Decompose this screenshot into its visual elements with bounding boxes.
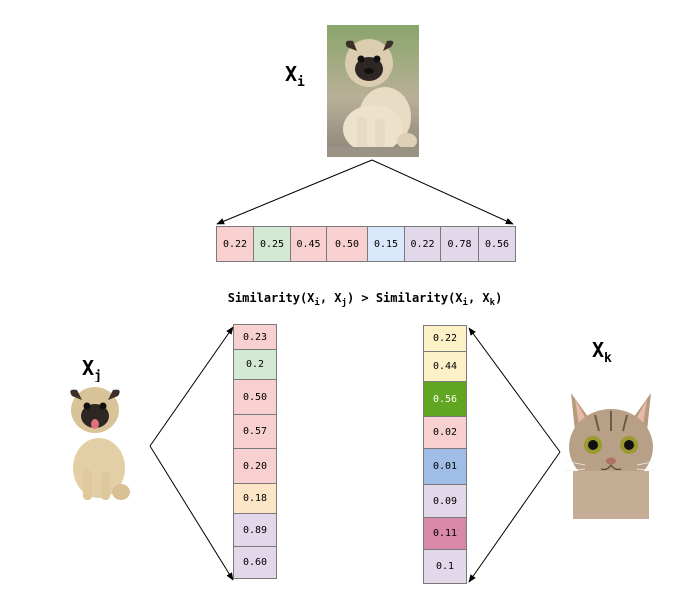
- label-xi-sub: i: [297, 75, 305, 90]
- embedding-cell: 0.89: [233, 514, 277, 547]
- embedding-cell: 0.23: [233, 324, 277, 350]
- label-xj: Xj: [82, 358, 102, 383]
- similarity-statement: Similarity(Xi, Xj) > Similarity(Xi, Xk): [0, 291, 700, 308]
- arrow-xk-bottom: [468, 451, 561, 583]
- label-xk-base: X: [592, 338, 605, 362]
- arrow-xi-left: [216, 159, 373, 225]
- embedding-cell: 0.18: [233, 484, 277, 514]
- embedding-cell: 0.1: [423, 550, 467, 584]
- embedding-cell: 0.15: [368, 226, 405, 262]
- embedding-cell: 0.22: [216, 226, 254, 262]
- anchor-pug-image: [327, 25, 419, 157]
- embedding-cell: 0.22: [423, 325, 467, 352]
- embedding-cell: 0.22: [405, 226, 441, 262]
- label-xk: Xk: [592, 340, 612, 365]
- embedding-cell: 0.50: [327, 226, 368, 262]
- embedding-cell: 0.20: [233, 449, 277, 484]
- embedding-cell: 0.56: [479, 226, 516, 262]
- sim-text-4: , X: [467, 291, 490, 305]
- embedding-cell: 0.45: [291, 226, 327, 262]
- embedding-cell: 0.78: [441, 226, 479, 262]
- label-xj-sub: j: [94, 369, 102, 384]
- label-xj-base: X: [82, 356, 95, 380]
- embedding-cell: 0.09: [423, 485, 467, 518]
- label-xk-sub: k: [604, 351, 612, 366]
- embedding-cell: 0.11: [423, 518, 467, 550]
- embedding-cell: 0.02: [423, 417, 467, 449]
- arrow-xk-top: [468, 327, 561, 453]
- sim-sub-3: i: [462, 298, 468, 308]
- embedding-cell: 0.01: [423, 449, 467, 485]
- embedding-cell: 0.2: [233, 350, 277, 380]
- positive-pug-image: [55, 382, 137, 504]
- embedding-cell: 0.50: [233, 380, 277, 415]
- sim-text-5: ): [495, 291, 503, 305]
- negative-cat-image: [565, 391, 657, 519]
- embedding-cell: 0.56: [423, 382, 467, 417]
- label-xi: Xi: [285, 64, 305, 89]
- arrow-xi-right: [371, 159, 514, 225]
- sim-text-3: ) > Similarity(X: [346, 291, 463, 305]
- sim-sub-1: i: [314, 298, 320, 308]
- sim-text-1: Similarity(X: [227, 291, 315, 305]
- arrow-xj-top: [149, 326, 234, 447]
- sim-sub-4: k: [489, 298, 496, 308]
- arrow-xj-bottom: [149, 445, 234, 581]
- embedding-cell: 0.57: [233, 415, 277, 449]
- label-xi-base: X: [285, 62, 298, 86]
- sim-text-2: , X: [319, 291, 342, 305]
- embedding-cell: 0.44: [423, 352, 467, 382]
- sim-sub-2: j: [341, 298, 347, 308]
- embedding-cell: 0.25: [254, 226, 291, 262]
- embedding-cell: 0.60: [233, 547, 277, 579]
